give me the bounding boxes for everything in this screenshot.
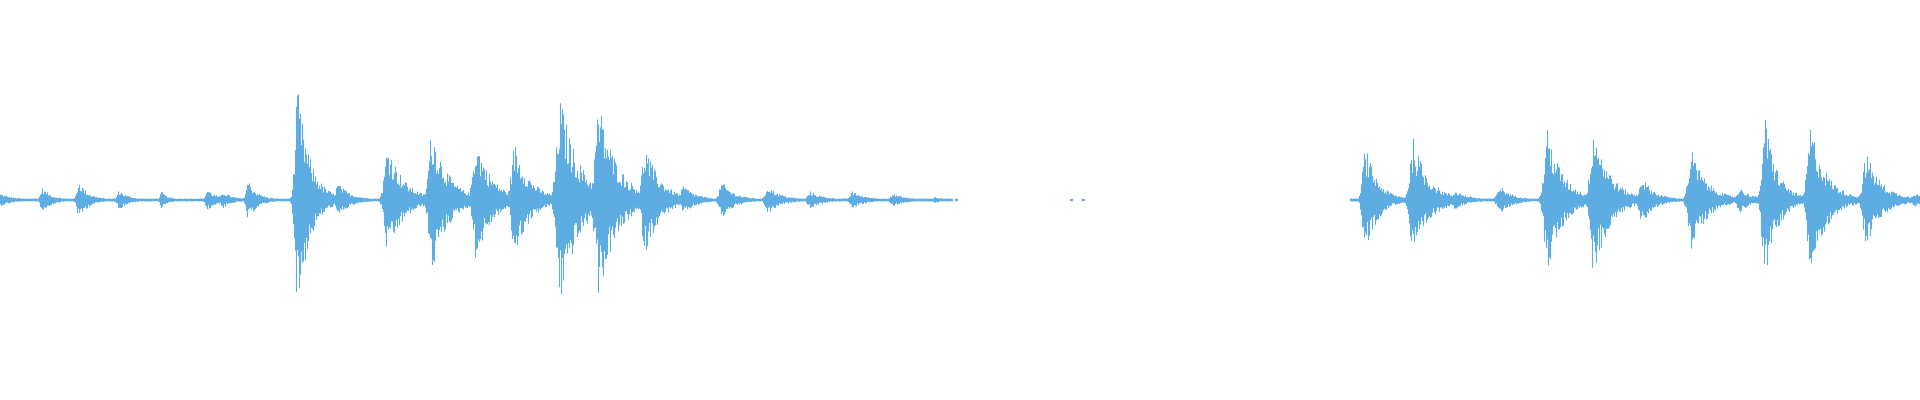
waveform-bars: [0, 94, 1920, 295]
waveform-trace: [0, 94, 1920, 295]
